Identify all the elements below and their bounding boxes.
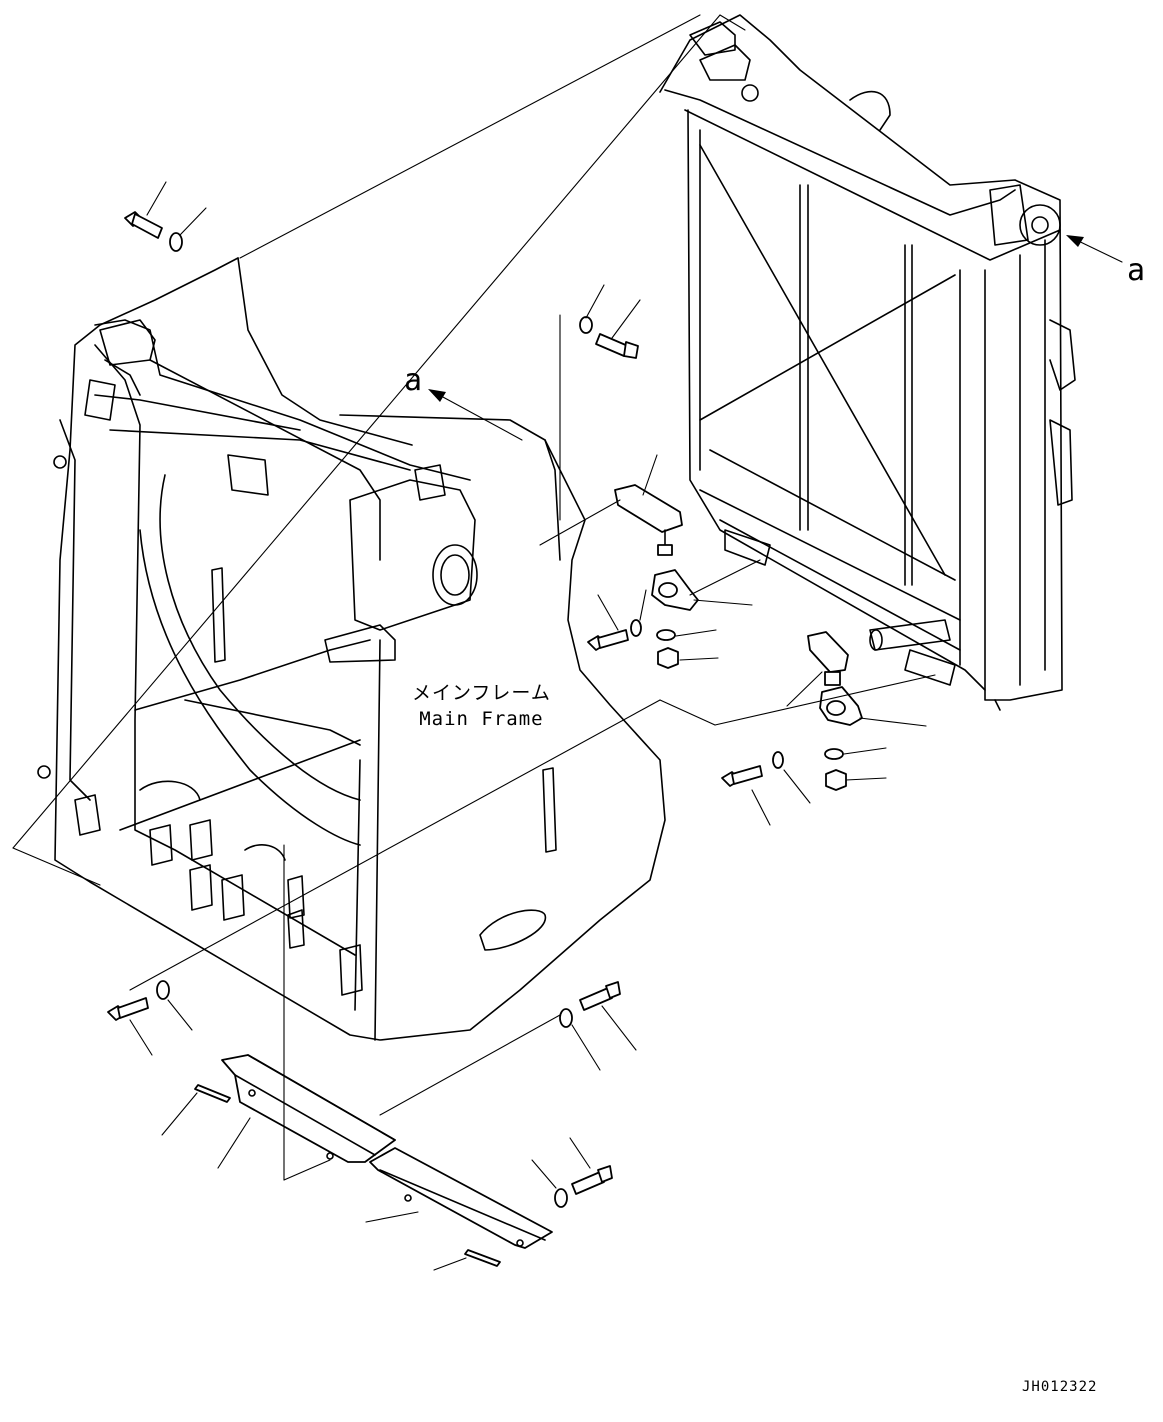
main-frame-label: メインフレーム Main Frame [412, 680, 551, 732]
nuts [657, 647, 847, 791]
bolt-lower-mount [721, 765, 763, 787]
under-cover-right [369, 1147, 553, 1249]
washers [156, 232, 844, 1208]
main-frame-label-en: Main Frame [419, 708, 544, 730]
main-frame-label-jp: メインフレーム [412, 682, 551, 704]
main-frame [37, 257, 666, 1041]
view-arrow-left [428, 389, 523, 441]
view-marker-left: a [404, 363, 423, 398]
mount-bracket-lower [807, 631, 849, 686]
bolt-upper-mount [587, 629, 629, 651]
under-cover-left [221, 1054, 396, 1163]
view-arrow-right [1066, 235, 1123, 263]
mount-bracket-upper [614, 484, 683, 556]
radiator-assembly [659, 14, 1076, 711]
mount-cushion-lower [819, 686, 863, 726]
drawing-id: JH012322 [1022, 1379, 1098, 1395]
bolt-bottom-right [571, 1165, 613, 1195]
leader-lines [12, 14, 936, 1271]
bolt-bottom-mid [579, 981, 621, 1011]
bolt-bottom-left [107, 997, 149, 1021]
view-marker-right: a [1127, 253, 1146, 288]
mount-cushion-upper [651, 569, 699, 611]
bolt-top-left [124, 211, 163, 239]
bolt-upper-mid [595, 333, 639, 359]
shims [194, 1084, 501, 1267]
